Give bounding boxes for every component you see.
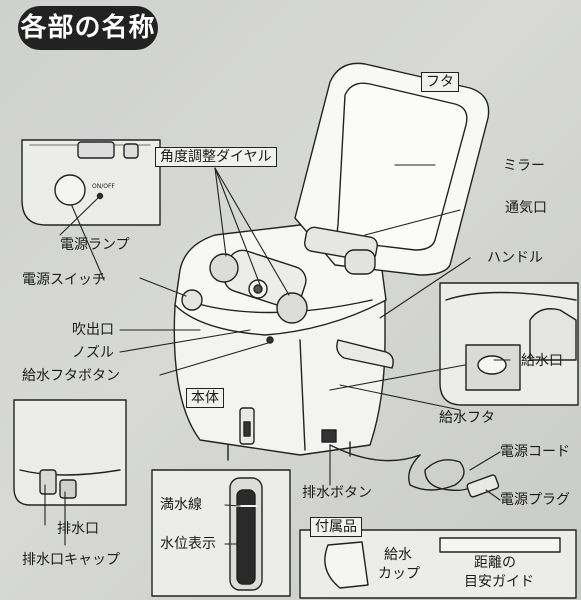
water-level-inset [151,469,291,597]
drain-port-icon [39,469,57,495]
label-water-level: 水位表示 [160,536,216,552]
power-lamp-icon [96,192,104,200]
power-cord [408,454,500,498]
plug-icon [466,474,500,498]
power-panel-inset [21,139,161,226]
label-drain-port: 排水口 [57,521,99,537]
label-water-inlet: 給水口 [521,353,563,369]
label-angle-dial: 角度調整ダイヤル [155,147,277,167]
label-lid: フタ [421,72,459,92]
label-fill-cap: 給水フタ [439,410,495,426]
label-cup-line2: カップ [378,566,420,582]
label-power-plug: 電源プラグ [500,492,570,508]
label-full-line: 満水線 [160,497,202,513]
drain-inset [13,399,127,506]
angle-dial-right-icon [276,292,308,324]
label-nozzle: ノズル [72,345,114,361]
distance-guide-icon [439,537,561,553]
lid [294,62,490,276]
label-power-lamp: 電源ランプ [60,237,130,253]
label-body: 本体 [186,388,224,408]
label-power-cord: 電源コード [500,444,570,460]
handle-icon [336,339,394,369]
label-accessories: 付属品 [310,517,362,537]
drain-cap-icon [59,479,77,499]
water-inlet-icon [477,355,507,375]
label-fill-cap-button: 給水フタボタン [22,368,120,384]
accessories-box [299,529,577,599]
angle-dial-left-icon [209,253,239,283]
water-inlet-inset [439,282,579,406]
label-guide-line2: 目安ガイド [464,574,534,590]
cup-icon [324,541,369,589]
label-mirror: ミラー [503,158,545,174]
page-title: 各部の名称 [18,6,158,50]
label-drain-button: 排水ボタン [302,485,372,501]
label-handle: ハンドル [487,250,543,266]
nozzle-assembly [181,249,308,344]
label-vent: 通気口 [505,200,547,216]
label-power-switch: 電源スイッチ [22,272,106,288]
label-drain-cap: 排水口キャップ [22,552,120,568]
drain-button-icon [321,429,337,443]
label-on-off: ON/OFF [92,183,115,190]
power-switch-icon [54,174,86,206]
label-outlet: 吹出口 [72,322,114,338]
label-cup-line1: 給水 [384,547,412,563]
label-guide-line1: 距離の [474,555,516,571]
